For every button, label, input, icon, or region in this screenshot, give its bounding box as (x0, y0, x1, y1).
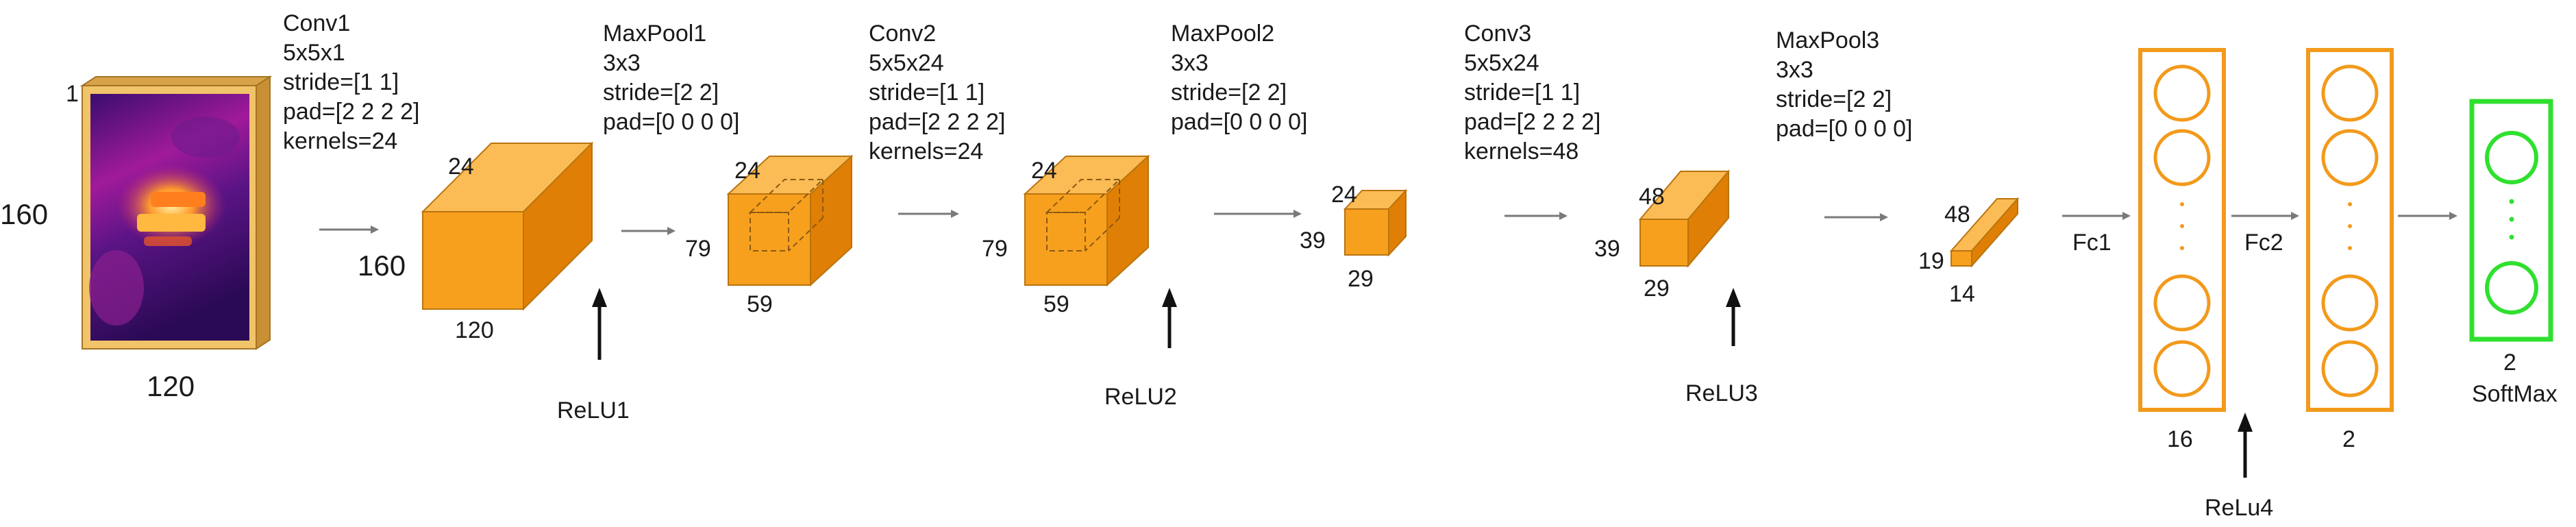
conv2-params: Conv2 5x5x24 stride=[1 1] pad=[2 2 2 2] … (869, 21, 1005, 164)
relu2-arrow (1162, 288, 1177, 348)
maxpool3-size: 3x3 (1776, 57, 1813, 83)
volume3-block (1023, 154, 1150, 287)
maxpool1-stride: stride=[2 2] (603, 79, 719, 106)
volume4-height-label: 39 (1300, 228, 1326, 254)
conv3-stride: stride=[1 1] (1464, 79, 1580, 106)
input-thermal-image (79, 75, 273, 350)
volume4-depth-label: 24 (1331, 182, 1357, 208)
volume4-block (1343, 188, 1408, 257)
flow-arrow (1504, 212, 1568, 220)
conv2-stride: stride=[1 1] (869, 79, 984, 106)
volume2-block (726, 154, 854, 287)
fc2-label: Fc2 (2244, 230, 2283, 256)
volume5-height-label: 39 (1594, 236, 1620, 262)
maxpool2-size: 3x3 (1171, 50, 1209, 76)
volume1-height-label: 160 (358, 249, 406, 282)
maxpool3-pad: pad=[0 0 0 0] (1776, 116, 1912, 142)
volume2-width-label: 59 (747, 291, 773, 317)
flow-arrow (2062, 212, 2131, 220)
conv2-pad: pad=[2 2 2 2] (869, 109, 1005, 135)
fc1-label: Fc1 (2072, 230, 2111, 256)
volume5-depth-label: 48 (1639, 184, 1665, 210)
flow-arrow (1824, 213, 1888, 221)
volume6-depth-label: 48 (1944, 201, 1970, 228)
maxpool1-size: 3x3 (603, 50, 641, 76)
volume6-height-label: 19 (1918, 248, 1944, 274)
conv1-name: Conv1 (283, 10, 350, 36)
conv3-name: Conv3 (1464, 21, 1531, 47)
softmax-output-count: 2 (2503, 350, 2516, 376)
volume3-height-label: 79 (982, 236, 1008, 262)
conv3-kernel: 5x5x24 (1464, 50, 1539, 76)
flow-arrow (621, 227, 676, 235)
conv1-pad: pad=[2 2 2 2] (283, 99, 419, 125)
volume4-width-label: 29 (1348, 266, 1374, 292)
relu3-arrow (1726, 288, 1741, 346)
conv2-kernel: 5x5x24 (869, 50, 944, 76)
conv3-params: Conv3 5x5x24 stride=[1 1] pad=[2 2 2 2] … (1464, 21, 1600, 164)
relu1-arrow (592, 288, 607, 360)
relu1-label: ReLU1 (557, 397, 630, 424)
flow-arrow (1214, 210, 1302, 218)
input-depth-label: 1 (66, 81, 79, 107)
flow-arrow (319, 225, 379, 234)
conv2-kernels: kernels=24 (869, 138, 983, 164)
volume6-block (1949, 197, 2020, 268)
conv1-stride: stride=[1 1] (283, 69, 399, 95)
flow-arrow (898, 210, 959, 218)
relu4-label: ReLu4 (2205, 495, 2273, 521)
input-width-label: 120 (147, 370, 195, 402)
volume2-height-label: 79 (685, 236, 711, 262)
maxpool2-pad: pad=[0 0 0 0] (1171, 109, 1307, 135)
fc2-layer (2306, 48, 2394, 412)
maxpool2-params: MaxPool2 3x3 stride=[2 2] pad=[0 0 0 0] (1171, 21, 1307, 135)
volume2-depth-label: 24 (734, 158, 760, 184)
maxpool3-stride: stride=[2 2] (1776, 86, 1892, 112)
fc2-neuron-count: 2 (2342, 426, 2355, 452)
conv2-name: Conv2 (869, 21, 936, 47)
maxpool3-name: MaxPool3 (1776, 27, 1879, 53)
relu2-label: ReLU2 (1104, 384, 1177, 410)
softmax-label: SoftMax (2472, 381, 2558, 407)
conv1-kernels: kernels=24 (283, 128, 397, 154)
volume1-depth-label: 24 (448, 154, 474, 180)
flow-arrow (2231, 212, 2299, 220)
volume1-width-label: 120 (455, 317, 494, 343)
maxpool3-params: MaxPool3 3x3 stride=[2 2] pad=[0 0 0 0] (1776, 27, 1912, 142)
volume3-width-label: 59 (1043, 291, 1069, 317)
input-height-label: 160 (0, 198, 48, 230)
maxpool2-name: MaxPool2 (1171, 21, 1274, 47)
volume6-width-label: 14 (1949, 281, 1975, 307)
fc1-neuron-count: 16 (2167, 426, 2193, 452)
conv1-params: Conv1 5x5x1 stride=[1 1] pad=[2 2 2 2] k… (283, 10, 419, 154)
fc1-layer (2138, 48, 2226, 412)
maxpool1-pad: pad=[0 0 0 0] (603, 109, 739, 135)
maxpool1-params: MaxPool1 3x3 stride=[2 2] pad=[0 0 0 0] (603, 21, 739, 135)
flow-arrow (2398, 212, 2457, 220)
conv3-pad: pad=[2 2 2 2] (1464, 109, 1600, 135)
volume5-block (1638, 169, 1731, 268)
volume3-depth-label: 24 (1031, 158, 1057, 184)
volume5-width-label: 29 (1644, 275, 1670, 302)
conv3-kernels: kernels=48 (1464, 138, 1578, 164)
volume1-block (421, 141, 594, 311)
maxpool2-stride: stride=[2 2] (1171, 79, 1287, 106)
relu4-arrow (2238, 413, 2253, 478)
relu3-label: ReLU3 (1685, 380, 1758, 406)
softmax-layer (2469, 99, 2553, 342)
conv1-kernel: 5x5x1 (283, 40, 345, 66)
maxpool1-name: MaxPool1 (603, 21, 706, 47)
